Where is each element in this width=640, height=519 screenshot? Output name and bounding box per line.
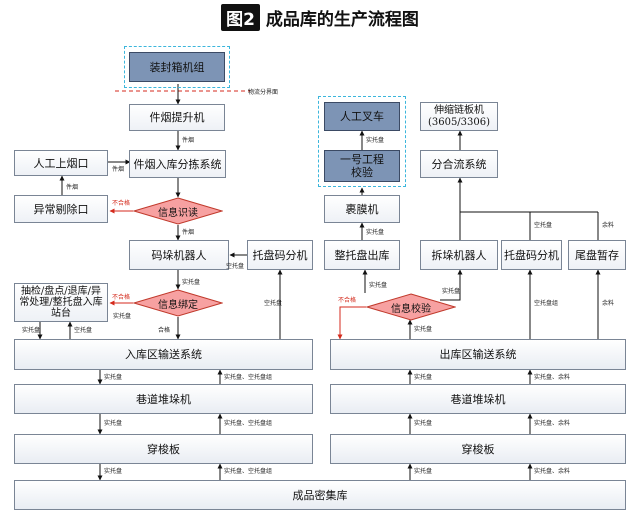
label-mixed-2: 实托盘、空托盘组 xyxy=(224,420,273,427)
box-carton-lift: 件烟提升机 xyxy=(129,104,225,131)
box-telescopic-conveyor: 伸缩链板机(3605/3306) xyxy=(420,102,498,131)
decision-info-bind xyxy=(133,289,223,317)
label-mixed-3: 实托盘、空托盘组 xyxy=(224,468,273,475)
label-full-pallet-12: 实托盘 xyxy=(414,374,433,381)
box-inbound-conveyor: 入库区输送系统 xyxy=(14,339,313,370)
box-full-pallet-out: 整托盘出库 xyxy=(324,240,400,270)
box-reject-port: 异常剔除口 xyxy=(14,195,108,223)
box-packing-unit: 装封箱机组 xyxy=(129,52,225,82)
label-reject-1: 不合格 xyxy=(112,200,131,207)
label-carton-1: 件烟 xyxy=(182,137,195,144)
label-full-pallet-13: 实托盘 xyxy=(414,420,433,427)
box-merge-divert: 分合流系统 xyxy=(420,150,498,178)
box-outbound-conveyor: 出库区输送系统 xyxy=(330,339,626,370)
box-tail-buffer: 尾盘暂存 xyxy=(568,240,626,270)
label-leftover-2: 余料 xyxy=(602,300,615,307)
box-dense-warehouse: 成品密集库 xyxy=(14,480,626,510)
label-carton-3: 件烟 xyxy=(66,184,79,191)
box-stacker-crane-left: 巷道堆垛机 xyxy=(14,384,313,414)
box-palletizing-robot: 码垛机器人 xyxy=(129,240,229,270)
label-empty-pallet-3: 空托盘 xyxy=(74,327,93,334)
box-project-check: 一号工程校验 xyxy=(324,150,400,182)
label-full-pallet-5: 实托盘 xyxy=(104,420,123,427)
label-full-pallet-7: 实托盘 xyxy=(366,137,385,144)
dashed-group-packer xyxy=(124,46,230,88)
label-mixed-1: 实托盘、空托盘组 xyxy=(224,374,273,381)
box-manual-feed: 人工上烟口 xyxy=(14,150,108,176)
label-full-pallet-2: 实托盘 xyxy=(113,313,132,320)
box-depalletizing-robot: 拆垛机器人 xyxy=(420,240,498,270)
label-pass: 合格 xyxy=(158,327,171,334)
box-shuttle-right: 穿梭板 xyxy=(330,434,626,464)
decision-info-verify-label: 信息校验 xyxy=(391,304,431,315)
label-full-pallet-4: 实托盘 xyxy=(104,374,123,381)
dashed-group-forklift xyxy=(318,96,406,187)
label-mixed-4: 实托盘、余料 xyxy=(534,374,571,381)
decision-info-verify xyxy=(366,293,456,321)
box-pallet-dispenser-right: 托盘码分机 xyxy=(501,240,562,270)
label-carton-4: 件烟 xyxy=(182,229,195,236)
box-shuttle-left: 穿梭板 xyxy=(14,434,313,464)
figure-title: 成品库的生产流程图 xyxy=(265,9,419,30)
label-leftover-1: 余料 xyxy=(602,222,615,229)
label-reject-3: 不合格 xyxy=(338,297,357,304)
label-full-pallet-10: 实托盘 xyxy=(414,326,433,333)
label-mixed-5: 实托盘、余料 xyxy=(534,420,571,427)
box-stacker-crane-right: 巷道堆垛机 xyxy=(330,384,626,414)
label-empty-pallet-1: 空托盘 xyxy=(226,263,245,270)
decision-info-read xyxy=(133,197,223,225)
label-full-pallet-14: 实托盘 xyxy=(414,468,433,475)
label-full-pallet-6: 实托盘 xyxy=(104,468,123,475)
label-carton-2: 件烟 xyxy=(112,166,125,173)
label-mixed-6: 实托盘、余料 xyxy=(534,468,571,475)
label-empty-group-1: 空托盘组 xyxy=(534,300,559,307)
label-full-pallet-1: 实托盘 xyxy=(182,279,201,286)
box-film-wrapper: 裹膜机 xyxy=(324,195,400,223)
box-manual-forklift: 人工叉车 xyxy=(324,102,400,131)
label-empty-pallet-2: 空托盘 xyxy=(264,300,283,307)
decision-info-read-label: 信息识读 xyxy=(158,208,198,219)
label-reject-2: 不合格 xyxy=(112,294,131,301)
diagram-title: 图2 成品库的生产流程图 xyxy=(0,3,640,31)
label-full-pallet-9: 实托盘 xyxy=(369,282,388,289)
label-full-pallet-8: 实托盘 xyxy=(366,229,385,236)
label-full-pallet-11: 实托盘 xyxy=(442,288,461,295)
box-pallet-dispenser-left: 托盘码分机 xyxy=(247,240,313,270)
label-boundary: 物流分界面 xyxy=(248,89,279,96)
decision-info-bind-label: 信息绑定 xyxy=(158,300,198,311)
figure-tag: 图2 xyxy=(221,3,260,31)
box-carton-sorting: 件烟入库分拣系统 xyxy=(129,150,226,178)
label-full-pallet-3: 实托盘 xyxy=(22,327,41,334)
label-empty-pallet-4: 空托盘 xyxy=(534,222,553,229)
box-inspection-station: 抽检/盘点/退库/异常处理/整托盘入库站台 xyxy=(14,283,108,322)
